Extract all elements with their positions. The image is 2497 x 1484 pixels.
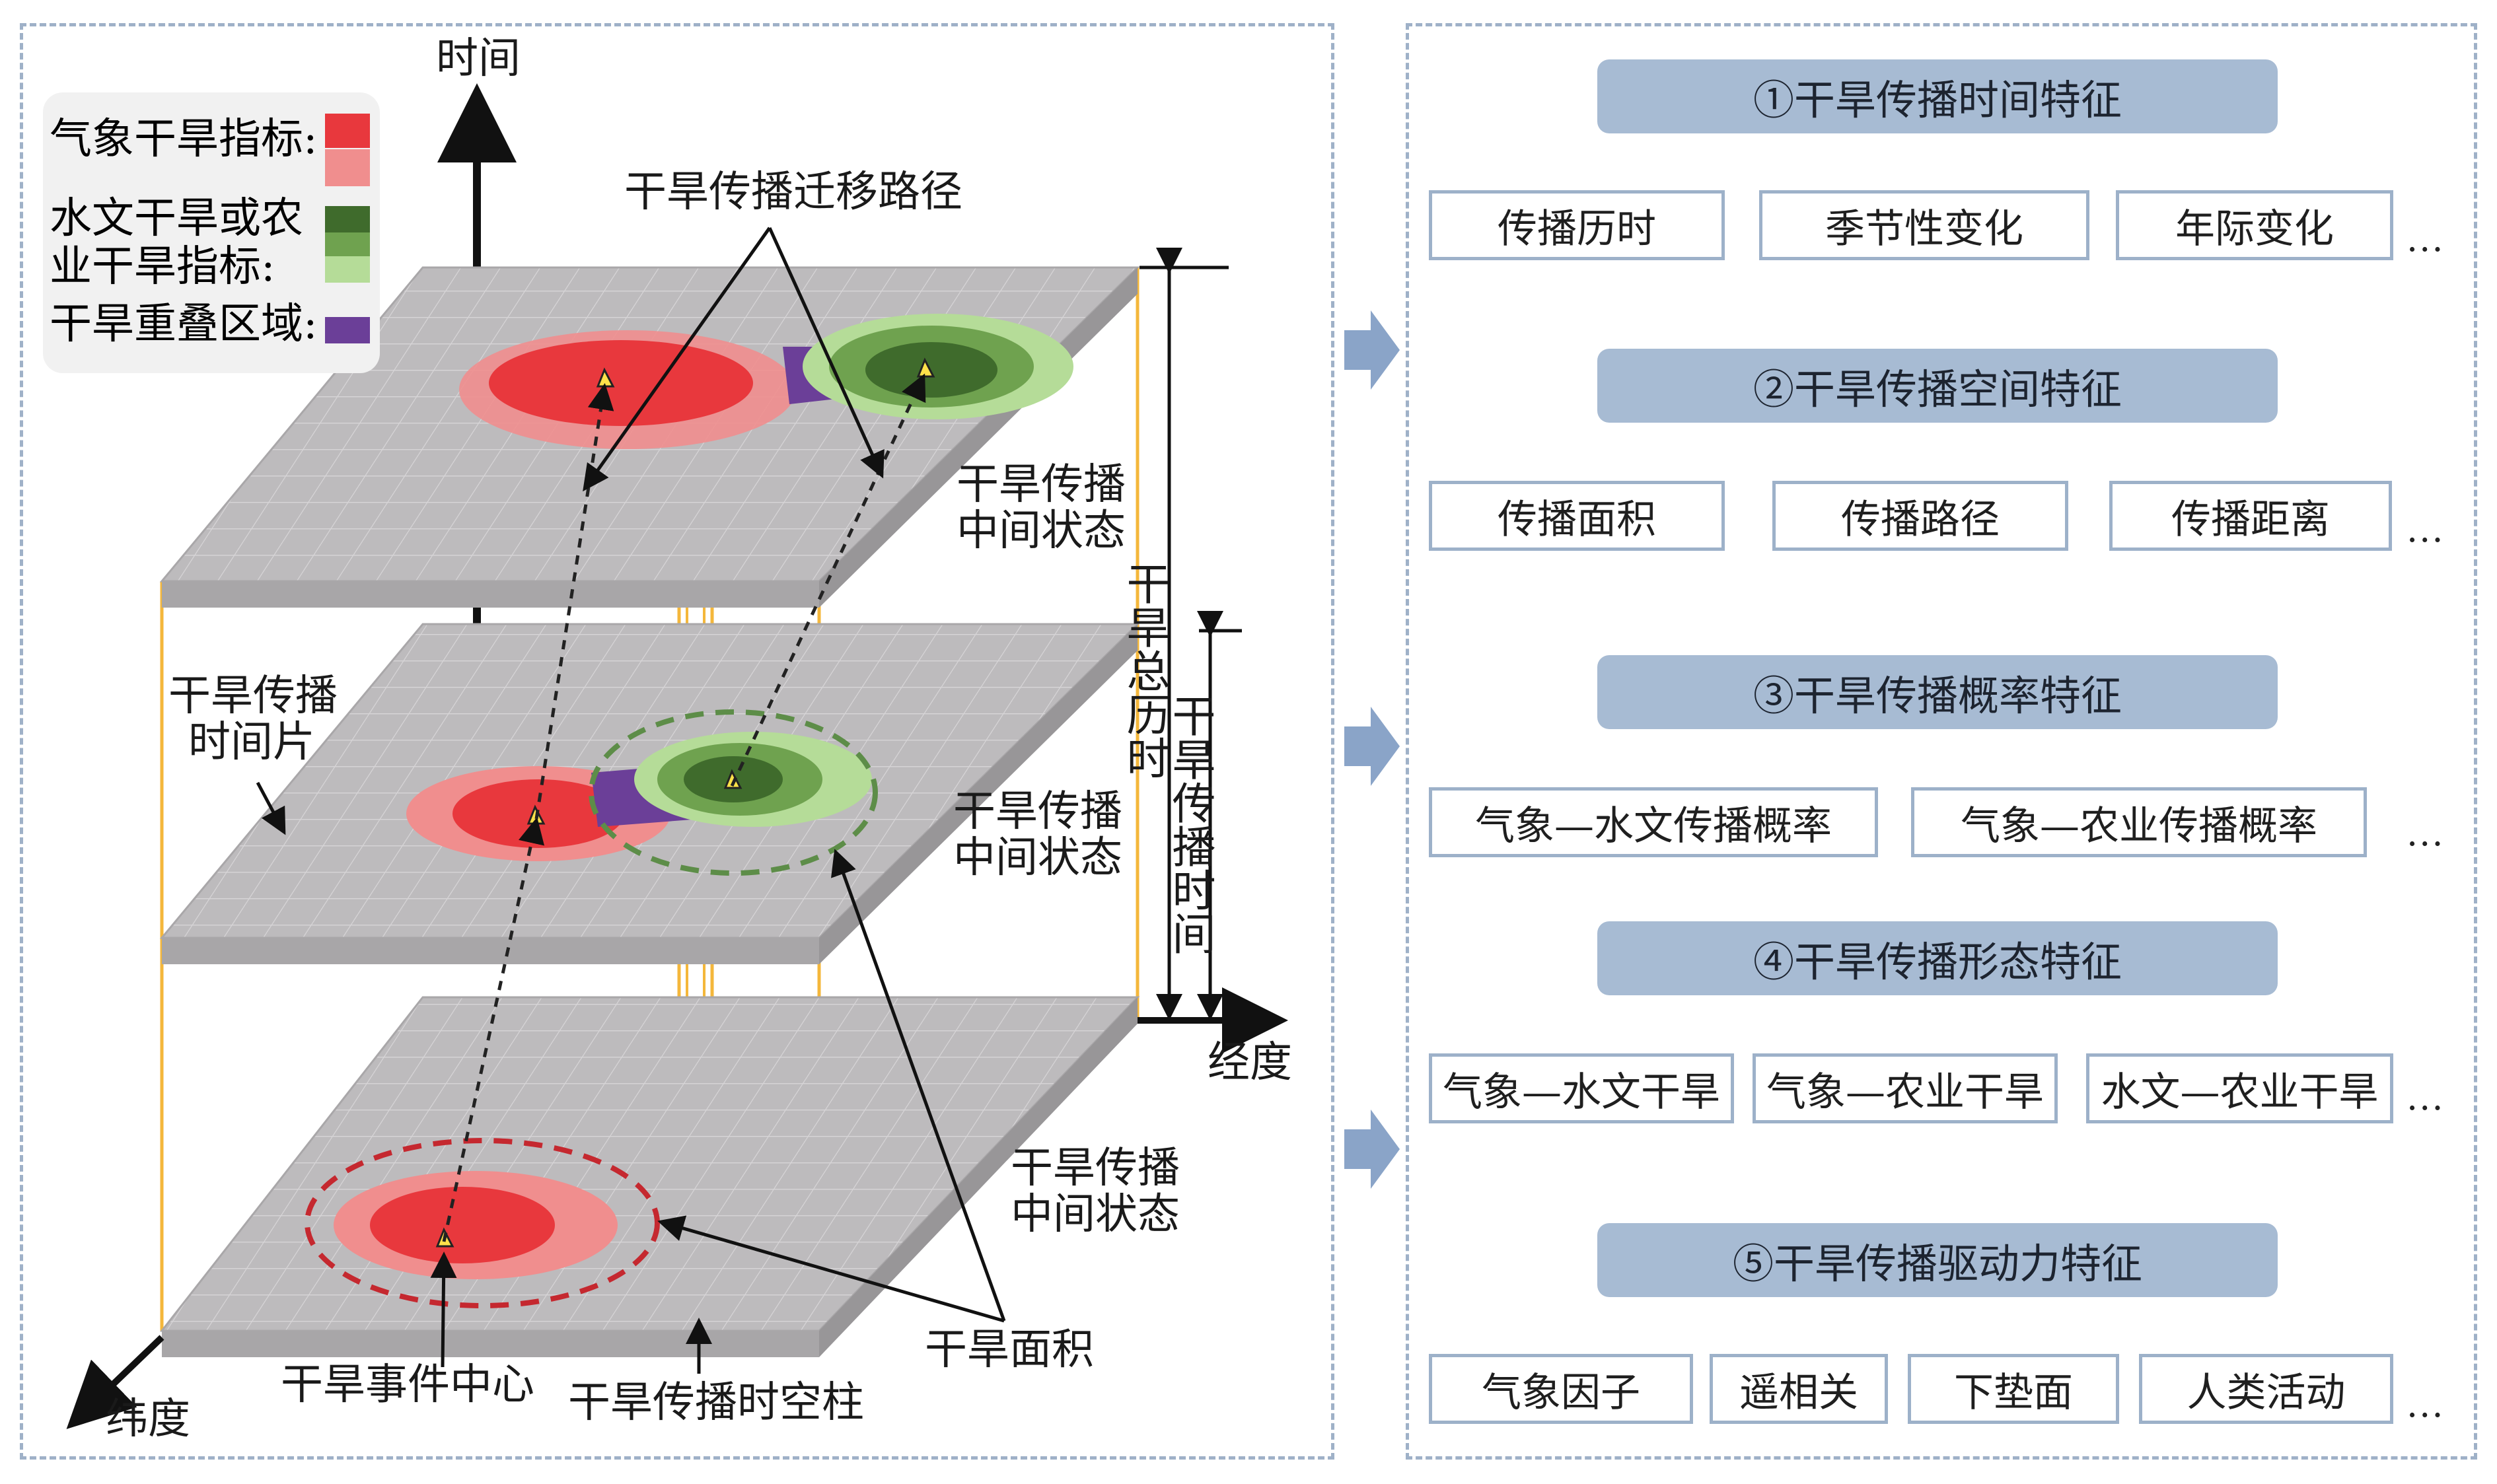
tag-human-activity: 人类活动: [2139, 1354, 2393, 1424]
tag-meteorological-factor: 气象因子: [1429, 1354, 1693, 1424]
met-drought-top: [459, 330, 796, 449]
intermediate-top-2: 中间状态: [957, 507, 1126, 555]
legend-swatch-met-light: [325, 149, 370, 186]
flow-arrow-1: [1344, 310, 1400, 390]
longitude-axis-label: 经度: [1208, 1038, 1292, 1087]
intermediate-bot-1: 干旱传播: [1011, 1144, 1180, 1193]
event-center-label: 干旱事件中心: [281, 1360, 534, 1409]
ellipsis-morphology: ...: [2407, 1077, 2445, 1118]
legend-swatch-hydro-light: [325, 256, 370, 283]
drought-area-label: 干旱面积: [925, 1325, 1094, 1374]
flow-arrow-3: [1344, 1110, 1400, 1189]
time-slice-1: 干旱传播: [168, 672, 338, 721]
tag-hydro-agri-drought: 水文—农业干旱: [2086, 1053, 2393, 1123]
time-slice-2: 时间片: [188, 718, 315, 767]
hydro-drought-circle: [589, 709, 878, 876]
legend-swatch-hydro-mid: [325, 232, 370, 256]
tag-propagation-distance: 传播距离: [2109, 481, 2392, 551]
diagram-labels: 时间 经度 纬度 干旱传播迁移路径 干旱传播 中间状态 干旱传播 中间状态 干旱…: [106, 34, 1292, 1444]
tag-underlying-surface: 下垫面: [1908, 1354, 2119, 1424]
tag-seasonal-change: 季节性变化: [1759, 190, 2089, 260]
diagram-panel: [20, 23, 1334, 1460]
features-panel: ①干旱传播时间特征 传播历时 季节性变化 年际变化 ... ②干旱传播空间特征 …: [1406, 23, 2477, 1460]
feature-title-time: ①干旱传播时间特征: [1597, 59, 2278, 133]
layer-top: [159, 266, 1140, 608]
legend-swatch-overlap: [325, 317, 370, 343]
latitude-axis: [66, 1335, 164, 1429]
met-drought-circle: [305, 1138, 660, 1308]
intermediate-mid-1: 干旱传播: [953, 787, 1122, 836]
feature-title-probability: ③干旱传播概率特征: [1597, 655, 2278, 729]
spacetime-column-label: 干旱传播时空柱: [568, 1378, 864, 1427]
feature-title-space: ②干旱传播空间特征: [1597, 349, 2278, 423]
total-duration-label: 干旱总历时: [1120, 561, 1171, 779]
ellipsis-driving-force: ...: [2407, 1384, 2445, 1425]
layer-middle: [159, 623, 1140, 964]
tag-met-hydro-drought: 气象—水文干旱: [1429, 1053, 1734, 1123]
intermediate-top-1: 干旱传播: [957, 460, 1126, 509]
tag-met-agri-drought: 气象—农业干旱: [1753, 1053, 2058, 1123]
legend-overlap-label: 干旱重叠区域:: [50, 300, 318, 349]
hydro-drought-top: [803, 314, 1073, 419]
legend: 气象干旱指标: 水文干旱或农 业干旱指标: 干旱重叠区域:: [43, 92, 380, 373]
ellipsis-space: ...: [2407, 509, 2445, 550]
latitude-axis-label: 纬度: [106, 1395, 190, 1444]
intermediate-bot-2: 中间状态: [1011, 1190, 1180, 1239]
tag-propagation-path: 传播路径: [1772, 481, 2068, 551]
migration-path-lines: [442, 373, 926, 1242]
tag-met-agri-probability: 气象—农业传播概率: [1911, 787, 2367, 857]
legend-swatch-met-dark: [325, 114, 370, 148]
annotation-pointers: [256, 227, 1006, 1374]
intermediate-mid-2: 中间状态: [953, 833, 1122, 882]
legend-met-label: 气象干旱指标:: [50, 115, 318, 164]
legend-swatch-hydro-dark: [325, 206, 370, 232]
tag-interannual-change: 年际变化: [2116, 190, 2393, 260]
tag-propagation-duration: 传播历时: [1429, 190, 1725, 260]
legend-hydro-label-1: 水文干旱或农: [50, 194, 303, 243]
tag-teleconnection: 遥相关: [1710, 1354, 1888, 1424]
tag-propagation-area: 传播面积: [1429, 481, 1725, 551]
layer-bottom: [159, 996, 1140, 1357]
propagation-time-label: 干旱传播时间: [1165, 693, 1216, 955]
feature-title-driving-force: ⑤干旱传播驱动力特征: [1597, 1223, 2278, 1297]
time-axis-label: 时间: [436, 34, 521, 83]
ellipsis-time: ...: [2407, 218, 2445, 260]
migration-path-label: 干旱传播迁移路径: [624, 168, 962, 217]
feature-title-morphology: ④干旱传播形态特征: [1597, 921, 2278, 995]
legend-hydro-label-2: 业干旱指标:: [50, 242, 275, 291]
duration-brackets: [1140, 248, 1242, 1020]
tag-met-hydro-probability: 气象—水文传播概率: [1429, 787, 1878, 857]
flow-arrow-2: [1344, 707, 1400, 786]
ellipsis-probability: ...: [2407, 812, 2445, 854]
